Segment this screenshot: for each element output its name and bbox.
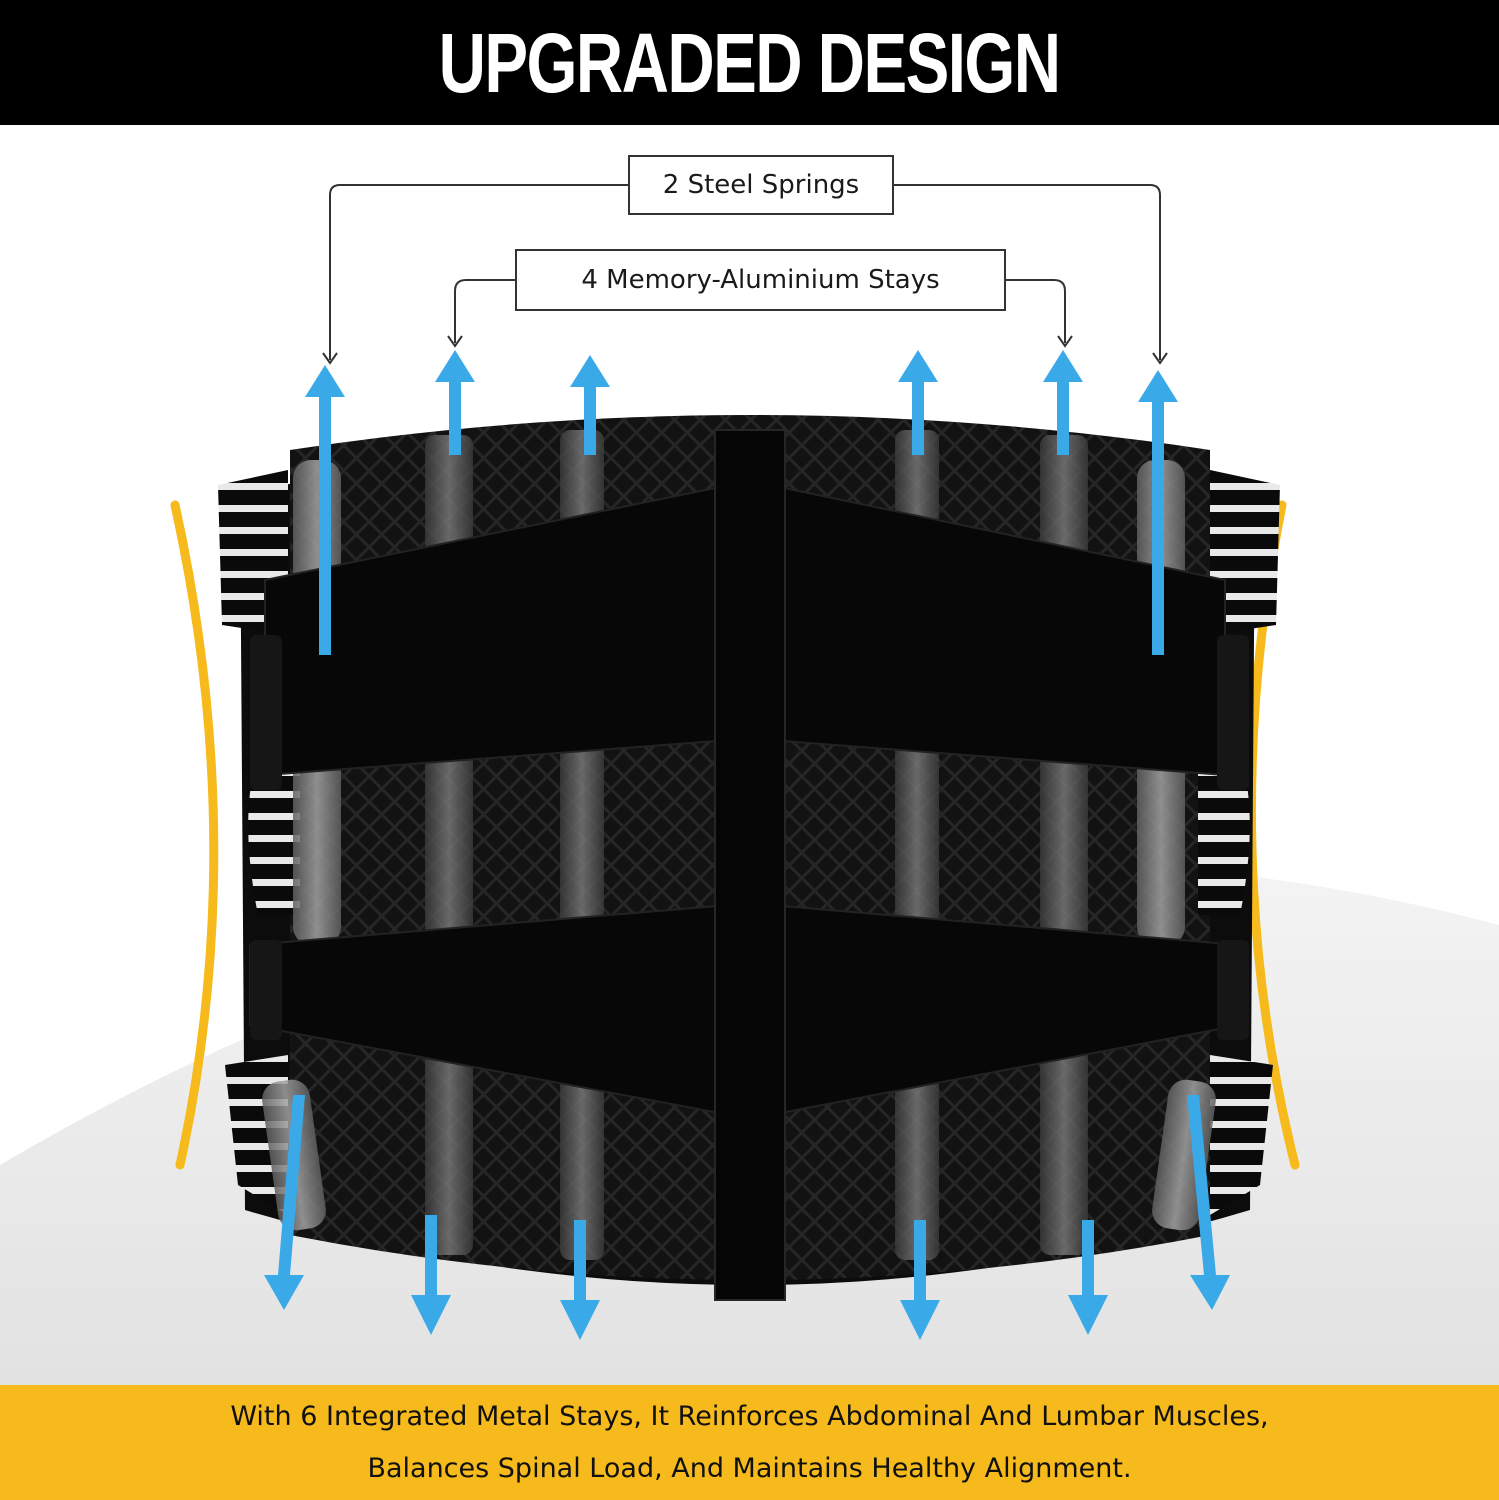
aluminium-stays-label: 4 Memory-Aluminium Stays — [515, 249, 1006, 311]
page-title: UPGRADED DESIGN — [439, 15, 1062, 110]
footer-text-line-1: With 6 Integrated Metal Stays, It Reinfo… — [230, 1400, 1269, 1432]
footer-text-line-2: Balances Spinal Load, And Maintains Heal… — [367, 1452, 1132, 1484]
double-headed-arrow-icon — [264, 1095, 305, 1310]
double-headed-arrow-icon — [411, 1215, 451, 1335]
right-strap-end-bottom — [1217, 940, 1249, 1040]
double-headed-arrow-icon — [900, 1220, 940, 1340]
left-posture-curve — [170, 500, 219, 1170]
springs-callout-left-line — [329, 184, 628, 360]
double-headed-arrow-icon — [1068, 1220, 1108, 1335]
spring-right-middle — [1137, 725, 1185, 945]
left-strap-end-top — [250, 635, 282, 790]
stretch-arrows-top — [305, 350, 1178, 655]
double-headed-arrow-icon — [570, 355, 610, 455]
double-headed-arrow-icon — [1043, 350, 1083, 455]
down-arrow-icon — [1057, 335, 1073, 348]
steel-springs-label: 2 Steel Springs — [628, 155, 894, 215]
back-brace-drawing — [0, 184, 1499, 1385]
down-arrow-icon — [447, 335, 463, 348]
footer-banner: With 6 Integrated Metal Stays, It Reinfo… — [0, 1385, 1499, 1500]
down-arrow-icon — [1152, 352, 1168, 365]
spring-left-middle — [293, 725, 341, 945]
stays-callout-left-line — [454, 279, 515, 343]
double-headed-arrow-icon — [898, 350, 938, 455]
double-headed-arrow-icon — [1138, 370, 1178, 655]
left-strap-end-bottom — [250, 940, 282, 1040]
double-headed-arrow-icon — [1187, 1095, 1230, 1310]
double-headed-arrow-icon — [305, 365, 345, 655]
right-strap-end-top — [1217, 635, 1249, 790]
stretch-arrows-bottom — [264, 1095, 1230, 1340]
stays-callout-right-line — [1006, 279, 1066, 343]
springs-callout-right-line — [894, 184, 1161, 360]
down-arrow-icon — [322, 352, 338, 365]
product-illustration: 2 Steel Springs 4 Memory-Aluminium Stays — [0, 125, 1499, 1385]
elastic-straps — [249, 429, 1249, 1301]
callout-arrowheads — [322, 335, 1168, 365]
center-strap — [714, 429, 786, 1301]
header-banner: UPGRADED DESIGN — [0, 0, 1499, 125]
double-headed-arrow-icon — [560, 1220, 600, 1340]
callout-lines — [329, 184, 1161, 360]
double-headed-arrow-icon — [435, 350, 475, 455]
